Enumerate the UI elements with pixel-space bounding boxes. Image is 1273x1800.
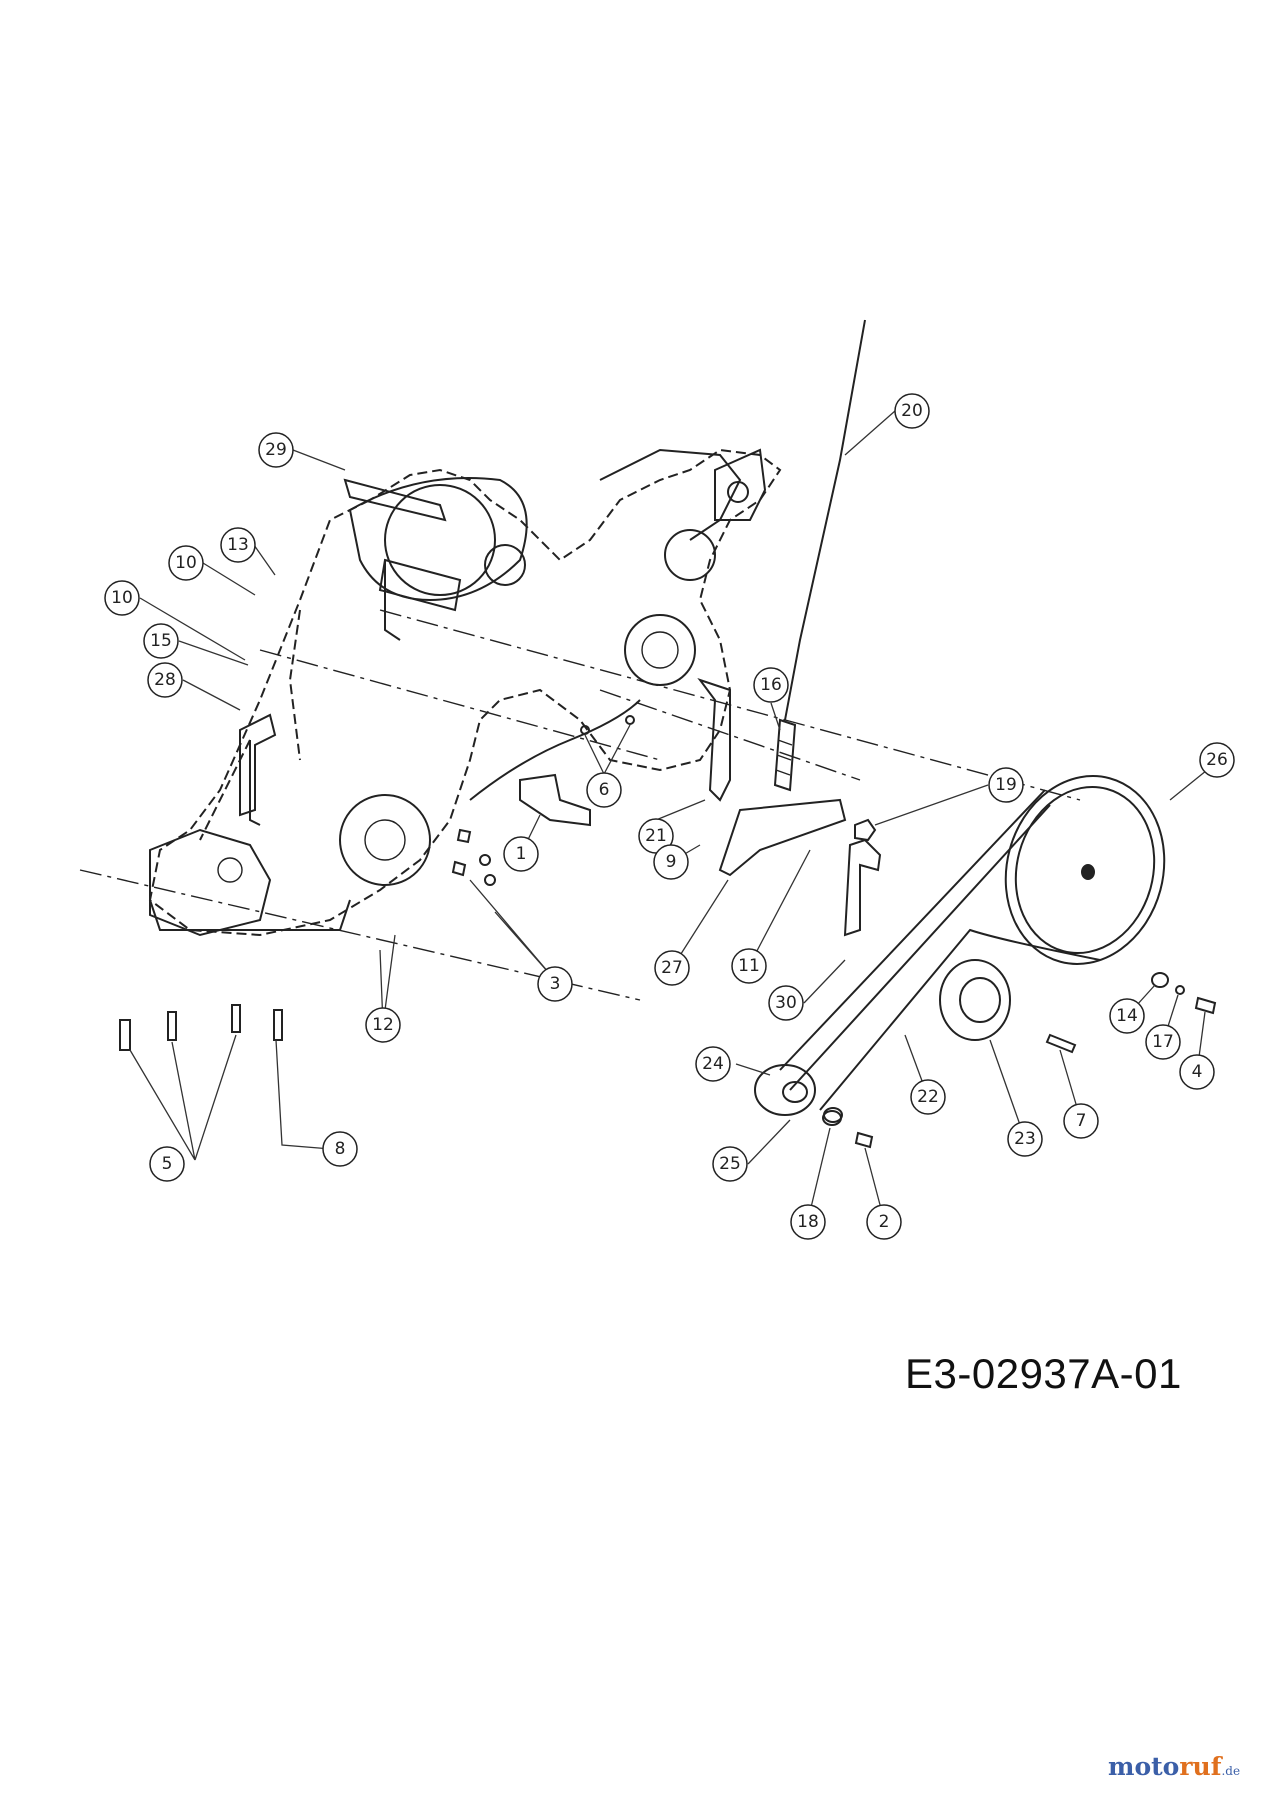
svg-text:18: 18	[797, 1212, 819, 1232]
svg-text:16: 16	[760, 675, 782, 695]
callout-28: 28	[147, 662, 183, 698]
svg-text:4: 4	[1192, 1062, 1203, 1082]
callouts: 29 20 13 10 10 15 28 16 26 6 19 21 1 9 2…	[104, 393, 1235, 1240]
fasteners-center	[451, 715, 635, 886]
svg-text:8: 8	[335, 1139, 346, 1159]
control-rod	[773, 319, 866, 792]
left-bracket	[239, 713, 277, 826]
lever-arm	[697, 678, 731, 802]
upper-right-bracket	[714, 448, 767, 521]
svg-text:9: 9	[666, 852, 677, 872]
callout-24: 24	[695, 1046, 731, 1082]
callout-11: 11	[731, 948, 767, 984]
callout-10-upper: 10	[168, 545, 204, 581]
callout-17: 17	[1145, 1024, 1181, 1060]
svg-text:27: 27	[661, 958, 683, 978]
callout-23: 23	[1007, 1121, 1043, 1157]
small-pulley	[754, 1064, 843, 1123]
callout-20: 20	[894, 393, 930, 429]
callout-1: 1	[503, 836, 539, 872]
callout-30: 30	[768, 985, 804, 1021]
callout-6: 6	[586, 772, 622, 808]
callout-4: 4	[1179, 1054, 1215, 1090]
brand-part1: moto	[1108, 1752, 1180, 1781]
svg-text:10: 10	[175, 553, 197, 573]
svg-text:23: 23	[1014, 1129, 1036, 1149]
callout-19: 19	[988, 767, 1024, 803]
callout-15: 15	[143, 623, 179, 659]
callout-2: 2	[866, 1204, 902, 1240]
lower-left-shield	[149, 828, 272, 937]
screws-5-8	[119, 1004, 283, 1051]
callout-9: 9	[653, 844, 689, 880]
svg-text:3: 3	[550, 974, 561, 994]
svg-text:14: 14	[1116, 1006, 1138, 1026]
bracket-1	[519, 773, 591, 827]
svg-text:19: 19	[995, 775, 1017, 795]
svg-text:1: 1	[516, 844, 527, 864]
brand-part2: ruf	[1179, 1752, 1222, 1781]
svg-text:12: 12	[372, 1015, 394, 1035]
callout-5: 5	[149, 1146, 185, 1182]
svg-text:10: 10	[111, 588, 133, 608]
svg-text:6: 6	[599, 780, 610, 800]
svg-text:2: 2	[879, 1212, 890, 1232]
callout-10-lower: 10	[104, 580, 140, 616]
callout-18: 18	[790, 1204, 826, 1240]
svg-text:17: 17	[1152, 1032, 1174, 1052]
fasteners-right	[1151, 972, 1217, 1015]
brand-suffix: .de	[1221, 1764, 1241, 1778]
drive-belt	[779, 789, 1101, 1111]
idler-pulley	[939, 959, 1011, 1041]
callout-27: 27	[654, 950, 690, 986]
svg-text:21: 21	[645, 826, 667, 846]
small-bracket-30	[843, 838, 882, 937]
callout-22: 22	[910, 1079, 946, 1115]
idler-bracket	[718, 798, 847, 877]
callout-29: 29	[258, 432, 294, 468]
callout-12: 12	[365, 1007, 401, 1043]
callout-3: 3	[537, 966, 573, 1002]
svg-text:7: 7	[1076, 1111, 1087, 1131]
svg-text:24: 24	[702, 1054, 724, 1074]
svg-text:15: 15	[150, 631, 172, 651]
svg-text:5: 5	[162, 1154, 173, 1174]
callout-25: 25	[712, 1146, 748, 1182]
callout-14: 14	[1109, 998, 1145, 1034]
fasteners-bottom	[822, 1110, 874, 1149]
svg-text:22: 22	[917, 1087, 939, 1107]
svg-text:29: 29	[265, 440, 287, 460]
svg-text:13: 13	[227, 535, 249, 555]
svg-text:25: 25	[719, 1154, 741, 1174]
bolt-7	[1045, 1033, 1077, 1054]
nut-19	[854, 818, 877, 842]
svg-text:30: 30	[775, 993, 797, 1013]
svg-text:20: 20	[901, 401, 923, 421]
svg-text:11: 11	[738, 956, 760, 976]
callout-7: 7	[1063, 1103, 1099, 1139]
svg-text:26: 26	[1206, 750, 1228, 770]
callout-13: 13	[220, 527, 256, 563]
mounting-bar	[343, 478, 462, 641]
callout-26: 26	[1199, 742, 1235, 778]
callout-16: 16	[753, 667, 789, 703]
leader-lines	[129, 410, 1218, 1221]
svg-text:28: 28	[154, 670, 176, 690]
brand-watermark[interactable]: motoruf.de	[1108, 1752, 1240, 1781]
drawing-code: E3-02937A-01	[905, 1350, 1182, 1397]
callout-8: 8	[322, 1131, 358, 1167]
